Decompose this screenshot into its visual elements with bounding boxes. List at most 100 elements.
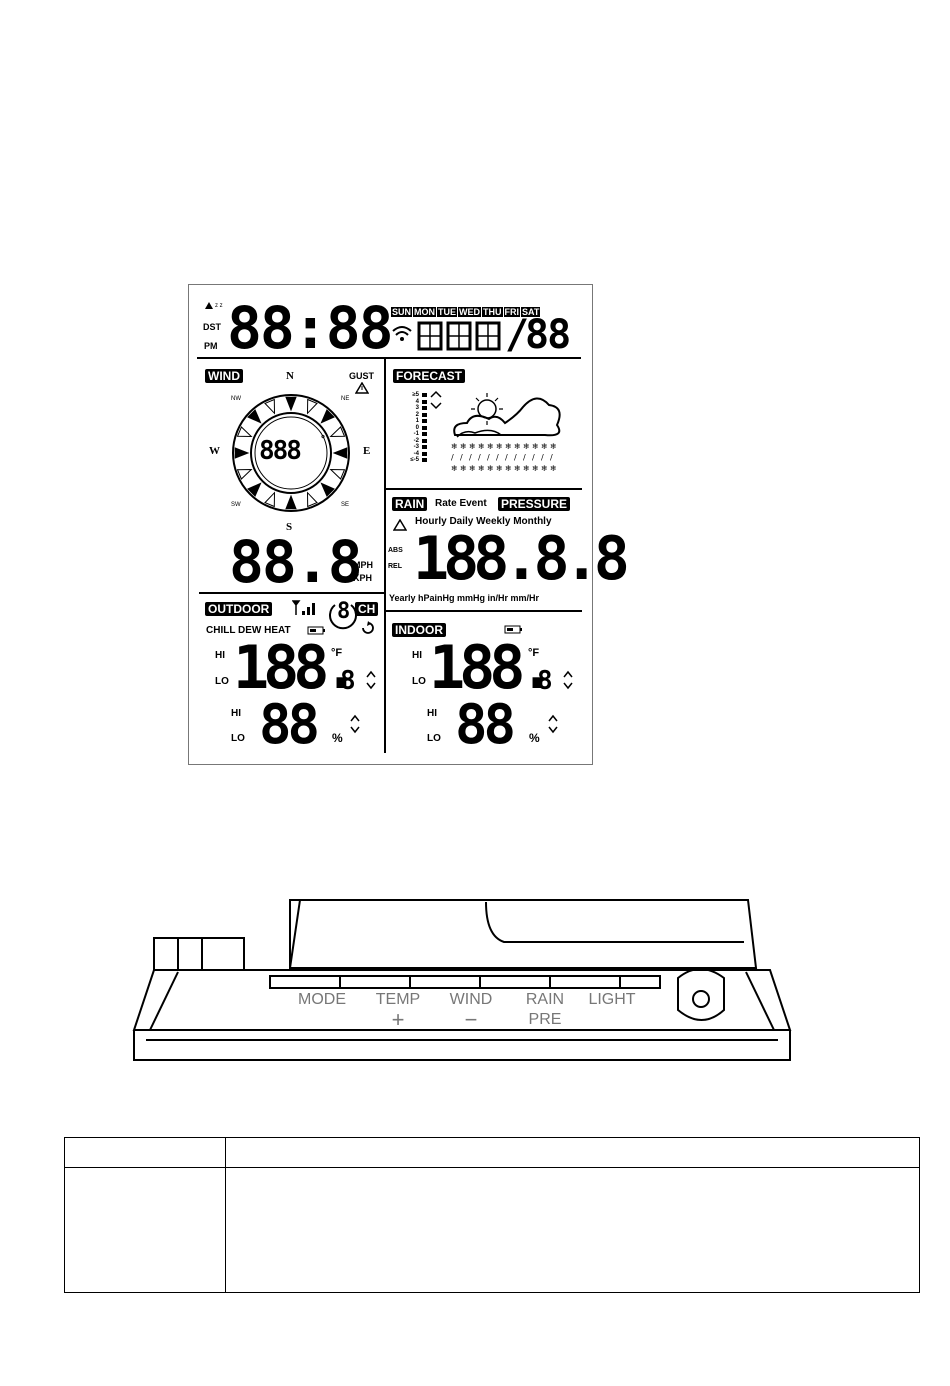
button-label: MODE [298, 991, 346, 1008]
outdoor-temp-lo: LO [215, 676, 229, 687]
compass-wedge [306, 398, 318, 415]
indoor-hum-unit: % [529, 731, 540, 745]
weekday-fri: FRI [503, 307, 521, 317]
rain-label: RAIN [392, 497, 428, 511]
kph-label: KPH [353, 573, 373, 583]
outdoor-temp-hi: HI [215, 650, 225, 661]
warning-icon [355, 382, 369, 394]
button-sublabel: PRE [528, 1011, 562, 1028]
compass-wedge [285, 396, 297, 412]
periods-label: Hourly Daily Weekly Monthly [415, 516, 552, 527]
divider [197, 357, 581, 359]
compass-sw: SW [231, 502, 241, 508]
precip-symbol: / [532, 453, 535, 462]
precip-symbol: ❄ [505, 464, 512, 473]
button-wind[interactable]: WIND− [441, 990, 501, 1032]
precip-symbol: ❄ [505, 442, 512, 451]
button-mode[interactable]: MODE [292, 990, 352, 1010]
warning-icon [393, 519, 407, 531]
precip-symbol: ❄ [487, 442, 494, 451]
compass-nw: NW [231, 396, 241, 402]
divider [385, 488, 582, 490]
precip-symbol: ❄ [478, 442, 485, 451]
precip-symbol: / [469, 453, 472, 462]
divider [199, 592, 385, 594]
compass-wedge [247, 482, 262, 497]
indoor-hum-hi: HI [427, 708, 437, 719]
precip-symbol: ❄ [469, 464, 476, 473]
button-sublabel: + [391, 1007, 405, 1032]
compass-wedge [329, 468, 346, 480]
dst-label: DST [203, 322, 221, 332]
rel-label: REL [388, 563, 402, 570]
precip-symbol: / [541, 453, 544, 462]
precip-symbol: ❄ [532, 464, 539, 473]
compass-wedge [236, 468, 253, 480]
compass-wedge [320, 482, 335, 497]
button-label: LIGHT [588, 991, 636, 1008]
weekday-thu: THU [482, 307, 503, 317]
compass-wedge [234, 447, 250, 459]
weekday-sat: SAT [521, 307, 541, 317]
precip-symbol: / [451, 453, 454, 462]
updown-arrows-icon [430, 390, 442, 410]
indoor-hum-lo: LO [427, 733, 441, 744]
signal-icon [292, 600, 315, 615]
button-label: RAIN [525, 991, 565, 1008]
updown-arrows-icon [350, 714, 360, 734]
compass-wedge [306, 491, 318, 508]
compass-wedge [264, 491, 276, 508]
updown-arrows-icon [366, 670, 376, 690]
date-day: 88 [525, 312, 571, 358]
forecast-scale-label: -1 [403, 431, 427, 438]
indoor-temp-lo: LO [412, 676, 426, 687]
degree-symbol: ° [321, 434, 325, 445]
compass-s: S [286, 521, 293, 533]
battery-icon [307, 626, 325, 635]
precip-symbol: ❄ [550, 442, 557, 451]
indoor-temp-hi: HI [412, 650, 422, 661]
precip-symbol: / [478, 453, 481, 462]
precip-symbol: ❄ [523, 464, 530, 473]
compass-ne: NE [341, 396, 350, 402]
forecast-label: FORECAST [393, 369, 465, 383]
svg-text:z z: z z [215, 303, 223, 309]
outdoor-hum-hi: HI [231, 708, 241, 719]
compass-n: N [286, 370, 294, 382]
date-slash: / [505, 312, 529, 358]
button-rain[interactable]: RAIN PRE [515, 990, 575, 1030]
precip-symbol: ❄ [514, 442, 521, 451]
channel-digit: 8 [337, 599, 350, 624]
precip-symbol: / [550, 453, 553, 462]
precip-symbol: / [487, 453, 490, 462]
pm-label: PM [204, 341, 218, 351]
units-row: Yearly hPainHg mmHg in/Hr mm/Hr [389, 593, 540, 603]
indoor-temp-decimal: 8 [537, 666, 553, 696]
forecast-scale-label: 3 [403, 405, 427, 412]
button-temp[interactable]: TEMP+ [368, 990, 428, 1032]
button-light[interactable]: LIGHT [582, 990, 642, 1010]
button-label: WIND [449, 991, 493, 1008]
outdoor-hum-lo: LO [231, 733, 245, 744]
ch-label: CH [355, 602, 379, 616]
precip-symbol: ❄ [532, 442, 539, 451]
pressure-label: PRESSURE [498, 497, 571, 511]
gust-label: GUST [349, 371, 375, 381]
indoor-label: INDOOR [392, 623, 446, 637]
compass-wedge [285, 494, 297, 510]
button-sublabel: − [464, 1007, 478, 1032]
month-segment-digits [417, 321, 501, 351]
wind-direction-digits: 888 [259, 436, 302, 466]
wind-label: WIND [205, 369, 243, 383]
precip-symbol: ❄ [496, 464, 503, 473]
precip-symbol: ❄ [451, 464, 458, 473]
precip-symbol: / [460, 453, 463, 462]
outdoor-hum-digits: 88 [259, 693, 320, 756]
console-side-drawing [132, 899, 792, 1061]
weekday-wed: WED [458, 307, 482, 317]
precip-symbol: ❄ [541, 442, 548, 451]
rate-event-label: Rate Event [435, 498, 487, 509]
precip-symbol: ❄ [451, 442, 458, 451]
forecast-scale-label: 1 [403, 418, 427, 425]
